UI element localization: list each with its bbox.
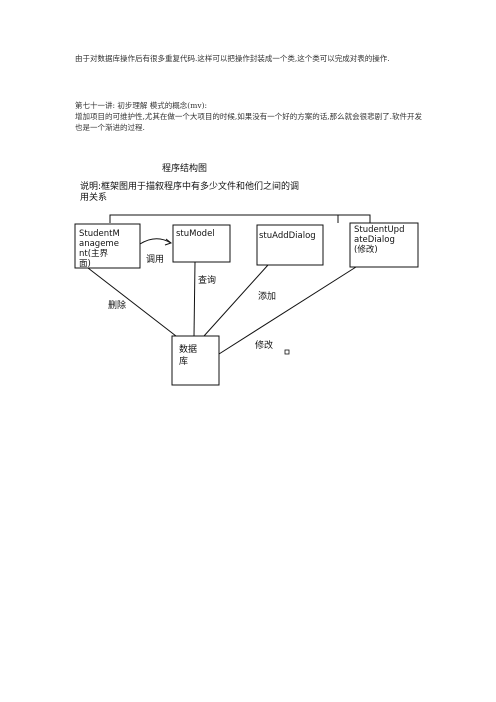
intro-paragraph: 由于对数据库操作后有很多重复代码.这样可以把操作封装成一个类,这个类可以完成对表… [75,54,390,63]
stu-model-label: stuModel [176,229,215,239]
add-line [203,264,269,337]
edge-label-modify: 修改 [255,339,273,351]
student-update-label-2: ateDialog [354,235,395,245]
lecture-heading: 第七十一讲: 初步理解 模式的概念(mv): [75,101,208,110]
edge-label-delete: 删除 [108,299,126,311]
student-manager-label-1: StudentM [79,229,120,239]
student-manager-label-2: anageme [79,239,119,249]
diagram-note-line1: 说明:框架图用于描叙程序中有多少文件和他们之间的调 [80,180,299,192]
student-update-label-1: StudentUpd [354,225,404,235]
stu-model-box [172,224,231,263]
student-update-label-3: (修改) [354,244,378,255]
stu-add-dialog-box [256,224,324,266]
student-manager-label-4: 面) [79,259,91,269]
diagram-title: 程序结构图 [162,162,207,174]
diagram-note-line2: 用关系 [80,191,107,203]
lecture-paragraph: 增加项目的可维护性,尤其在做一个大项目的时候,如果没有一个好的方案的话,那么就会… [75,112,423,132]
delete-line [87,267,177,337]
modify-line [218,266,357,355]
top-connector [109,214,339,223]
edge-label-add: 添加 [258,291,276,302]
query-line [193,261,196,337]
program-structure-diagram: 程序结构图 说明:框架图用于描叙程序中有多少文件和他们之间的调 用关系 Stud… [74,162,419,386]
student-manager-label-3: nt(主界 [79,248,109,259]
call-arrow [139,238,172,245]
database-box [171,335,220,386]
top-connector-right [302,214,371,223]
student-update-dialog-box [349,222,419,268]
small-square-mark [284,349,290,355]
database-label-1: 数据 [179,343,197,355]
database-label-2: 库 [179,355,188,367]
student-manager-box [74,223,141,269]
stu-add-dialog-label: stuAddDialog [259,231,316,241]
edge-label-query: 查询 [198,274,216,286]
call-arrowhead [164,238,173,246]
edge-label-call: 调用 [146,254,164,265]
